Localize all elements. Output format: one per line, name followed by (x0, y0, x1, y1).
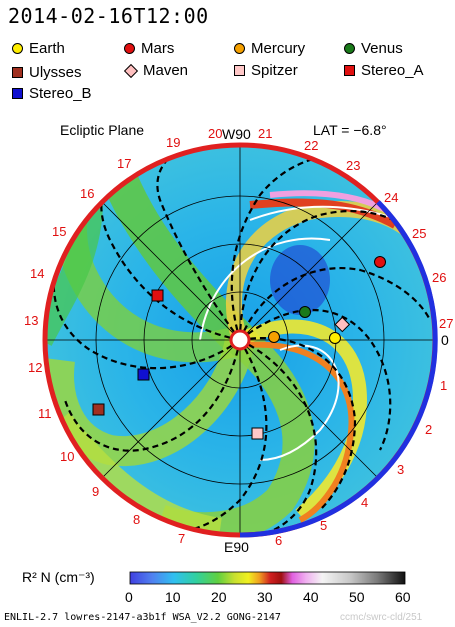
legend-stereo-b: Stereo_B (12, 85, 92, 102)
stereo-a-marker (151, 289, 164, 302)
earth-marker (329, 332, 341, 344)
carrington-label: 7 (178, 531, 185, 546)
carrington-label: 14 (30, 266, 44, 281)
legend-label: Maven (143, 62, 189, 79)
legend-mars: Mars (124, 40, 174, 57)
earth-marker-icon (12, 43, 23, 54)
e90-label: E90 (224, 539, 249, 555)
carrington-label: 25 (412, 226, 426, 241)
carrington-label: 16 (80, 186, 94, 201)
carrington-label: 9 (92, 484, 99, 499)
mercury-marker (268, 331, 280, 343)
legend-stereo-a: Stereo_A (344, 62, 424, 79)
legend-venus: Venus (344, 40, 403, 57)
legend-label: Stereo_B (29, 85, 92, 102)
timestamp-title: 2014-02-16T12:00 (8, 4, 209, 28)
carrington-label: 22 (304, 138, 318, 153)
carrington-label: 21 (258, 126, 272, 141)
colorbar-tick: 10 (165, 589, 181, 605)
carrington-labels: 19 20 21 22 23 24 25 26 27 1 2 3 4 5 6 7… (24, 126, 453, 548)
legend-label: Mercury (251, 40, 306, 57)
colorbar-tick: 50 (349, 589, 365, 605)
stereo-b-marker (137, 368, 150, 381)
mars-marker-icon (124, 43, 135, 54)
legend-mercury: Mercury (234, 40, 305, 57)
carrington-label: 5 (320, 518, 327, 533)
carrington-label: 19 (166, 135, 180, 150)
ulysses-marker (92, 403, 105, 416)
mercury-marker-icon (234, 43, 245, 54)
colorbar-tick: 40 (303, 589, 319, 605)
carrington-label: 20 (208, 126, 222, 141)
carrington-label: 12 (28, 360, 42, 375)
plane-label: Ecliptic Plane (60, 122, 145, 138)
mars-marker (374, 256, 386, 268)
carrington-label: 15 (52, 224, 66, 239)
colorbar-label: R² N (cm⁻³) (22, 569, 95, 585)
spitzer-marker (251, 427, 264, 440)
watermark: ccmc/swrc-cld/251 (340, 612, 423, 623)
model-info: ENLIL-2.7 lowres-2147-a3b1f WSA_V2.2 GON… (4, 612, 281, 623)
carrington-label: 10 (60, 449, 74, 464)
colorbar-tick: 30 (257, 589, 273, 605)
legend-earth: Earth (12, 40, 65, 57)
legend-ulysses: Ulysses (12, 64, 82, 81)
stereo-b-marker-icon (12, 88, 23, 99)
stereo-a-marker-icon (344, 65, 355, 76)
carrington-label: 11 (38, 406, 52, 421)
zero-label: 0 (441, 332, 449, 348)
carrington-label: 13 (24, 313, 38, 328)
carrington-label: 26 (432, 270, 446, 285)
spitzer-marker-icon (234, 65, 245, 76)
venus-marker (299, 306, 311, 318)
boundary-arc-red (42, 142, 241, 538)
carrington-label: 17 (117, 156, 131, 171)
colorbar (129, 571, 406, 585)
carrington-label: 27 (439, 316, 453, 331)
carrington-label: 2 (425, 422, 432, 437)
carrington-label: 1 (440, 378, 447, 393)
ulysses-marker-icon (12, 67, 23, 78)
carrington-label: 4 (361, 495, 368, 510)
carrington-label: 24 (384, 190, 398, 205)
carrington-label: 3 (397, 462, 404, 477)
colorbar-tick: 0 (125, 589, 133, 605)
legend-maven: Maven (123, 62, 189, 79)
legend-label: Mars (141, 40, 175, 57)
lat-label: LAT = −6.8° (313, 122, 387, 138)
carrington-label: 8 (133, 512, 140, 527)
w90-label: W90 (222, 126, 251, 142)
boundary-arc-blue (239, 200, 438, 538)
carrington-label: 23 (346, 158, 360, 173)
legend-spitzer: Spitzer (234, 62, 298, 79)
colorbar-tick: 60 (395, 589, 411, 605)
venus-marker-icon (344, 43, 355, 54)
legend-label: Earth (29, 40, 65, 57)
legend-label: Stereo_A (361, 62, 424, 79)
carrington-label: 6 (275, 533, 282, 548)
legend-label: Venus (361, 40, 403, 57)
legend-label: Spitzer (251, 62, 298, 79)
maven-marker (334, 316, 351, 333)
legend-label: Ulysses (29, 64, 82, 81)
sun-icon (229, 329, 251, 351)
colorbar-tick: 20 (211, 589, 227, 605)
